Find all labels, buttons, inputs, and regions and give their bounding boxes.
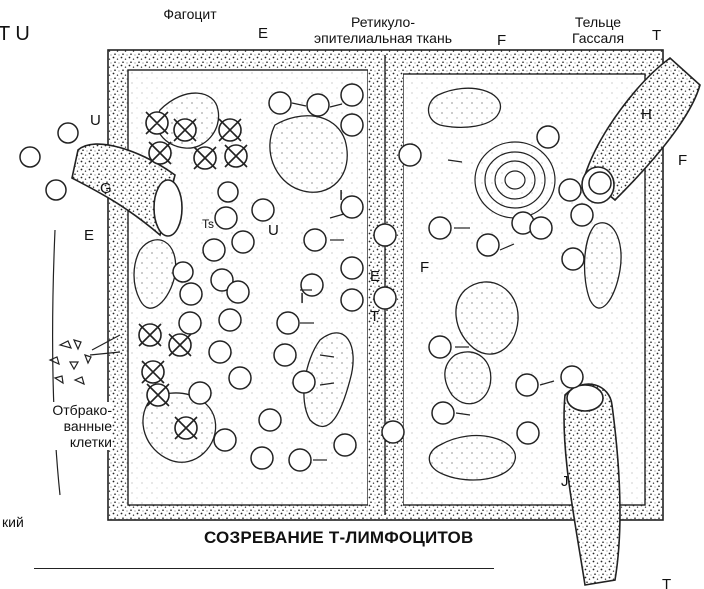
letter-f-right: F <box>678 152 687 169</box>
letter-h: H <box>641 106 652 123</box>
letter-f-top: F <box>497 32 506 49</box>
bottom-rule <box>34 568 494 569</box>
letter-u-1: U <box>90 112 101 129</box>
letter-i-2: I <box>300 290 304 307</box>
letter-j: J <box>561 473 569 490</box>
label-phagocyte: Фагоцит <box>140 6 240 22</box>
letter-f-mid: F <box>420 259 429 276</box>
label-rejected-cells: Отбрако- ванные клетки <box>2 402 112 450</box>
letter-i-1: I <box>339 187 343 204</box>
diagram-title: СОЗРЕВАНИЕ Т-ЛИМФОЦИТОВ <box>204 528 544 548</box>
debris <box>50 340 91 384</box>
letter-g: G <box>100 180 112 197</box>
letter-t-3: T <box>662 576 671 589</box>
header-fragment: T U <box>0 23 30 45</box>
label-left-fragment: кий <box>2 514 24 530</box>
letter-t-2: T <box>652 27 661 44</box>
letter-e-mid: E <box>370 268 380 285</box>
letter-e-top: E <box>258 25 268 42</box>
letter-e-left: E <box>84 227 94 244</box>
letter-t-1: T <box>370 308 379 325</box>
label-reticulo-epithelial-tissue: Ретикуло- эпителиальная ткань <box>283 14 483 46</box>
label-hassall-corpuscle: Тельце Гассаля <box>553 14 643 46</box>
letter-u-2: U <box>268 222 279 239</box>
letter-ts-1: Ts <box>202 217 214 231</box>
